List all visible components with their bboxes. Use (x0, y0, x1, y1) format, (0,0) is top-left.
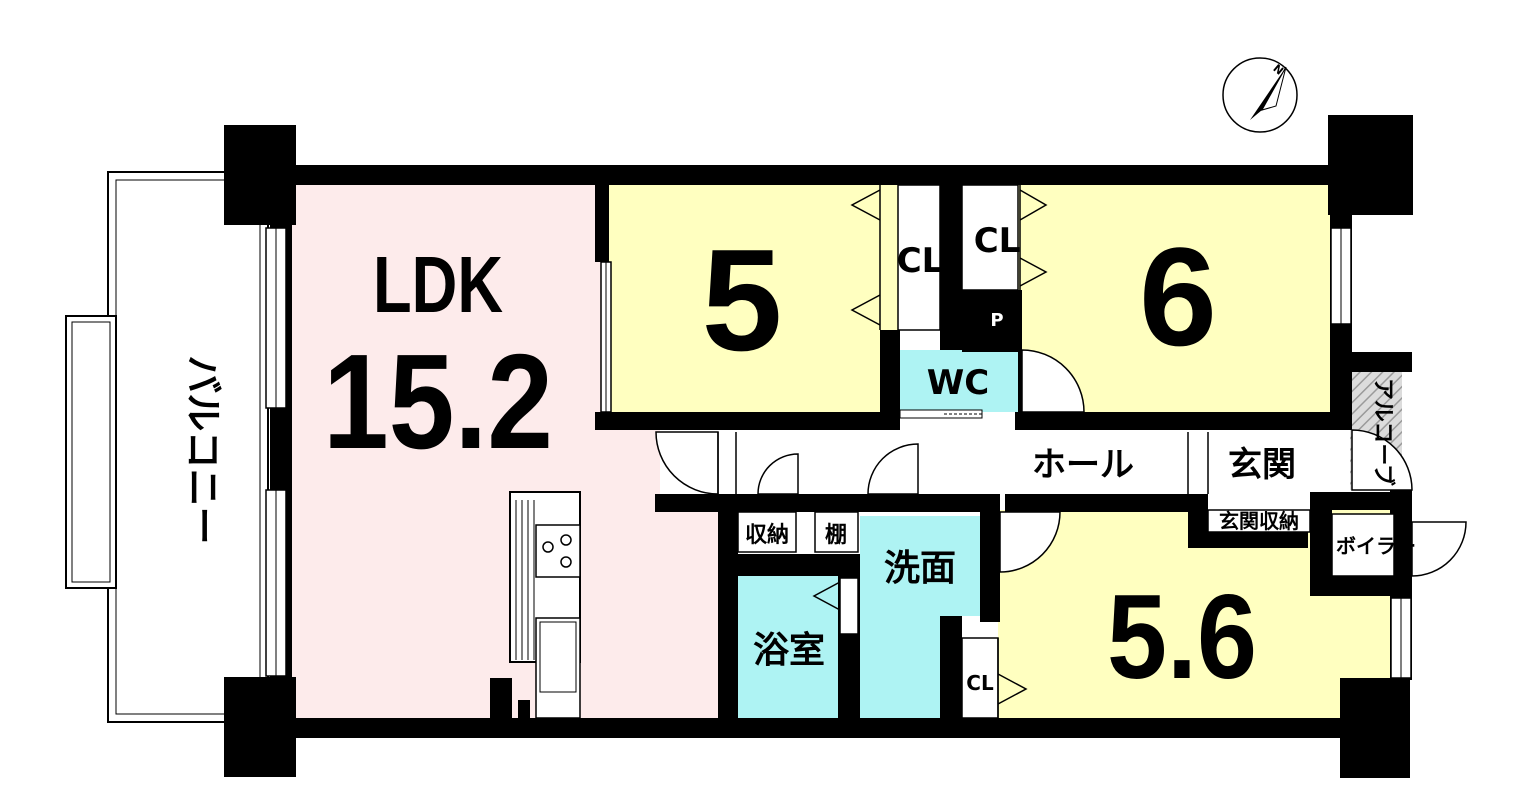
room-5-floor (608, 182, 898, 412)
cl-room6-label: CL (974, 221, 1021, 261)
shelf-label: 棚 (825, 523, 847, 548)
sliding-door-ldk-room5 (600, 261, 612, 413)
door-swings (655, 349, 1467, 577)
closet-room5 (850, 184, 941, 331)
stove-burner (542, 541, 554, 553)
entrance-storage-box (1207, 509, 1311, 533)
bath-floor (738, 576, 840, 718)
room-56-size: 5.6 (1107, 570, 1257, 704)
bath-label: 浴室 (753, 630, 825, 671)
balcony-label: バルコニー (181, 355, 225, 544)
wc-door (899, 409, 983, 419)
ldk-name: LDK (373, 240, 503, 329)
shelf-box (814, 511, 859, 553)
room-6-size: 6 (1139, 218, 1217, 375)
interior-walls (595, 182, 1412, 722)
hall-label: ホール (1032, 445, 1134, 485)
washroom-label: 洗面 (884, 548, 956, 589)
cl-room5-label: CL (897, 241, 944, 281)
stove-burner (560, 556, 572, 568)
closet-room6 (961, 184, 1048, 291)
boiler-box (1331, 513, 1395, 577)
boiler-label: ボイラー (1336, 534, 1416, 558)
pipe-space-label: P (990, 310, 1003, 331)
balcony-windows (265, 227, 1412, 679)
storage-label: 収納 (745, 522, 789, 548)
closet-room56 (961, 637, 1028, 719)
alcove-label: アルコーブ (1370, 378, 1396, 486)
stove-burner (560, 534, 572, 546)
door-frames (717, 432, 1209, 494)
cl-room56-label: CL (966, 671, 994, 695)
wc-label: WC (927, 363, 989, 403)
entrance-storage-label: 玄関収納 (1219, 509, 1299, 533)
room-5-size: 5 (702, 219, 783, 381)
exterior-walls (224, 165, 1413, 738)
washroom-floor (860, 516, 980, 718)
ldk-size: 15.2 (323, 326, 553, 477)
balcony (65, 171, 269, 723)
kitchen (490, 491, 581, 722)
bath-door (812, 577, 859, 635)
compass: N (1222, 57, 1298, 133)
sink (535, 617, 581, 719)
wc-floor (898, 350, 1018, 412)
storage-box (737, 511, 797, 553)
entrance-label: 玄関 (1228, 445, 1296, 485)
